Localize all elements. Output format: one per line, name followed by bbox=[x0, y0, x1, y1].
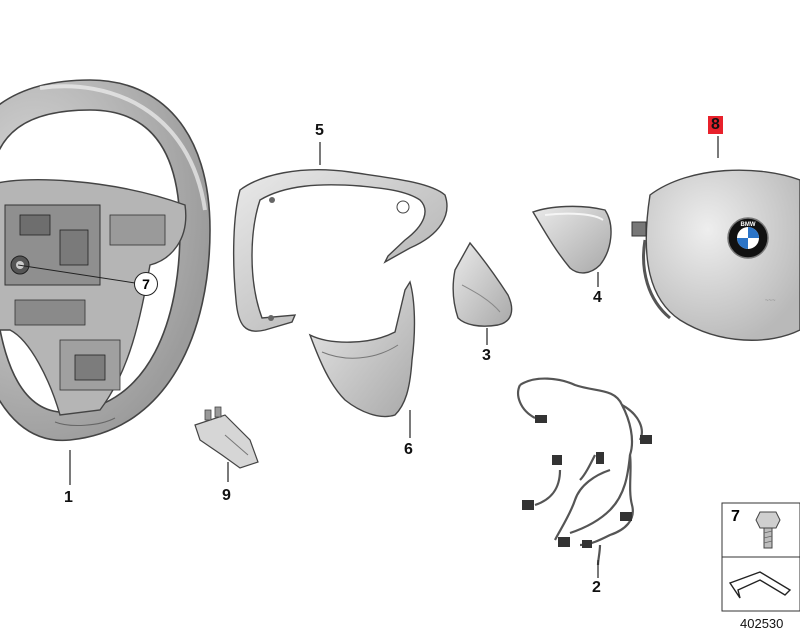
bmw-roundel-icon: BMW bbox=[727, 217, 769, 259]
svg-text:~~~: ~~~ bbox=[765, 298, 776, 304]
trim-frame-part-icon[interactable] bbox=[232, 169, 448, 332]
airbag-module-icon[interactable]: ~~~ bbox=[631, 169, 800, 341]
small-cover-part-icon[interactable] bbox=[452, 241, 513, 327]
callout-3[interactable]: 3 bbox=[482, 347, 491, 364]
callout-8[interactable]: 8 bbox=[708, 116, 723, 134]
callout-1[interactable]: 1 bbox=[64, 489, 73, 506]
callout-2[interactable]: 2 bbox=[592, 579, 601, 596]
wiring-harness-icon[interactable] bbox=[517, 377, 643, 566]
steering-wheel-icon[interactable] bbox=[0, 79, 211, 442]
screw-icon bbox=[755, 511, 781, 549]
lower-cover-part-icon[interactable] bbox=[308, 280, 416, 418]
arrow-symbol-icon bbox=[728, 571, 792, 599]
harness-connectors bbox=[522, 415, 652, 548]
callout-6[interactable]: 6 bbox=[404, 441, 413, 458]
callout-9[interactable]: 9 bbox=[222, 487, 231, 504]
brand-letters: BMW bbox=[741, 222, 756, 228]
callout-4[interactable]: 4 bbox=[593, 289, 602, 306]
button-cover-part-icon[interactable] bbox=[531, 205, 612, 274]
connector-part-icon[interactable] bbox=[194, 406, 259, 469]
legend-item-number[interactable]: 7 bbox=[731, 508, 740, 525]
callout-5[interactable]: 5 bbox=[315, 122, 324, 139]
callout-7[interactable]: 7 bbox=[134, 272, 158, 296]
document-number: 402530 bbox=[740, 616, 784, 631]
